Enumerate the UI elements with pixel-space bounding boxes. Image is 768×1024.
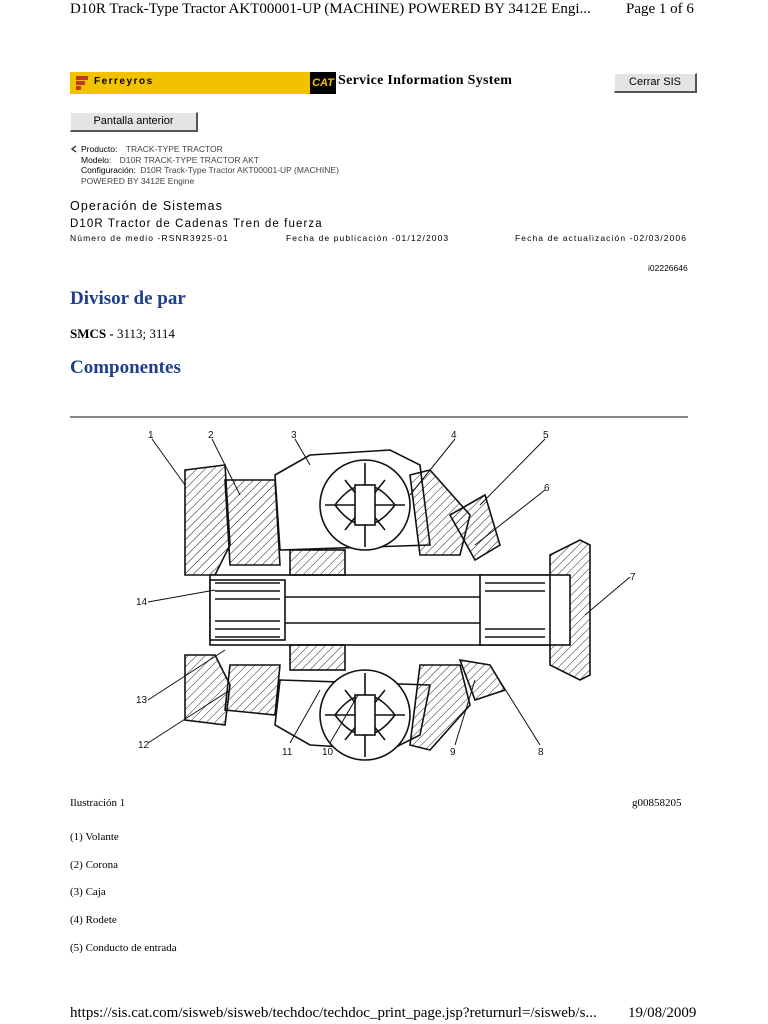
callout-8: 8 <box>538 747 544 758</box>
product-value[interactable]: TRACK-TYPE TRACTOR <box>125 144 223 154</box>
page-title: Divisor de par <box>70 288 186 309</box>
model-value[interactable]: D10R TRACK-TYPE TRACTOR AKT <box>119 154 259 165</box>
close-sis-button[interactable]: Cerrar SIS <box>614 73 697 93</box>
callout-9: 9 <box>450 747 456 758</box>
smcs-line: SMCS - 3113; 3114 <box>70 326 175 342</box>
callout-13: 13 <box>136 695 148 706</box>
system-title: Service Information System <box>338 73 513 88</box>
callout-2: 2 <box>208 430 214 441</box>
callout-6: 6 <box>544 483 550 494</box>
callout-10: 10 <box>322 747 334 758</box>
section-title: Operación de Sistemas <box>70 199 224 213</box>
figure-graphic-id: g00858205 <box>632 797 682 809</box>
flywheel <box>184 464 231 576</box>
smcs-codes: 3113; 3114 <box>116 326 175 341</box>
ring-gear <box>224 479 281 566</box>
list-item: (2) Corona <box>70 859 118 871</box>
publish-date: Fecha de publicación -01/12/2003 <box>286 233 450 243</box>
print-document-title: D10R Track-Type Tractor AKT00001-UP (MAC… <box>70 1 591 17</box>
config-label: Configuración: <box>81 165 136 175</box>
ferreyros-mark-icon <box>76 76 88 90</box>
callout-7: 7 <box>630 572 636 583</box>
breadcrumb: Producto: TRACK-TYPE TRACTOR Modelo: D10… <box>70 144 339 186</box>
previous-screen-button[interactable]: Pantalla anterior <box>70 112 198 132</box>
product-label: Producto: <box>81 144 118 154</box>
update-date: Fecha de actualización -02/03/2006 <box>515 233 688 243</box>
document-id: i02226646 <box>648 263 688 273</box>
print-date: 19/08/2009 <box>628 1005 697 1021</box>
callout-3: 3 <box>291 430 297 441</box>
callout-4: 4 <box>451 430 457 441</box>
callout-1: 1 <box>148 430 154 441</box>
smcs-label: SMCS - <box>70 326 114 341</box>
document-subtitle: D10R Tractor de Cadenas Tren de fuerza <box>70 218 323 230</box>
callout-5: 5 <box>543 430 549 441</box>
media-number: Número de medio -RSNR3925-01 <box>70 233 229 243</box>
callout-14: 14 <box>136 597 148 608</box>
callout-12: 12 <box>138 740 150 751</box>
cat-logo: CAT <box>310 72 336 94</box>
chevron-left-icon[interactable] <box>70 145 78 153</box>
print-page-indicator: Page 1 of 6 <box>626 1 694 17</box>
torque-divider-cross-section: 1 2 3 4 5 6 7 8 9 10 11 12 13 14 <box>136 430 636 761</box>
list-item: (5) Conducto de entrada <box>70 942 177 954</box>
dealer-name: Ferreyros <box>94 76 154 87</box>
housing <box>274 449 431 551</box>
callout-11: 11 <box>282 747 293 758</box>
list-item: (3) Caja <box>70 886 106 898</box>
figure-divider <box>70 416 688 418</box>
config-value-line2[interactable]: POWERED BY 3412E Engine <box>81 175 195 186</box>
figure-caption: Ilustración 1 <box>70 797 126 809</box>
model-label: Modelo: <box>81 154 112 165</box>
list-item: (1) Volante <box>70 831 119 843</box>
list-item: (4) Rodete <box>70 914 117 926</box>
print-url: https://sis.cat.com/sisweb/sisweb/techdo… <box>70 1005 597 1021</box>
components-heading: Componentes <box>70 357 181 378</box>
input-conduit <box>448 493 501 562</box>
config-value[interactable]: D10R Track-Type Tractor AKT00001-UP (MAC… <box>140 165 339 175</box>
ferreyros-logo: Ferreyros <box>70 72 310 94</box>
